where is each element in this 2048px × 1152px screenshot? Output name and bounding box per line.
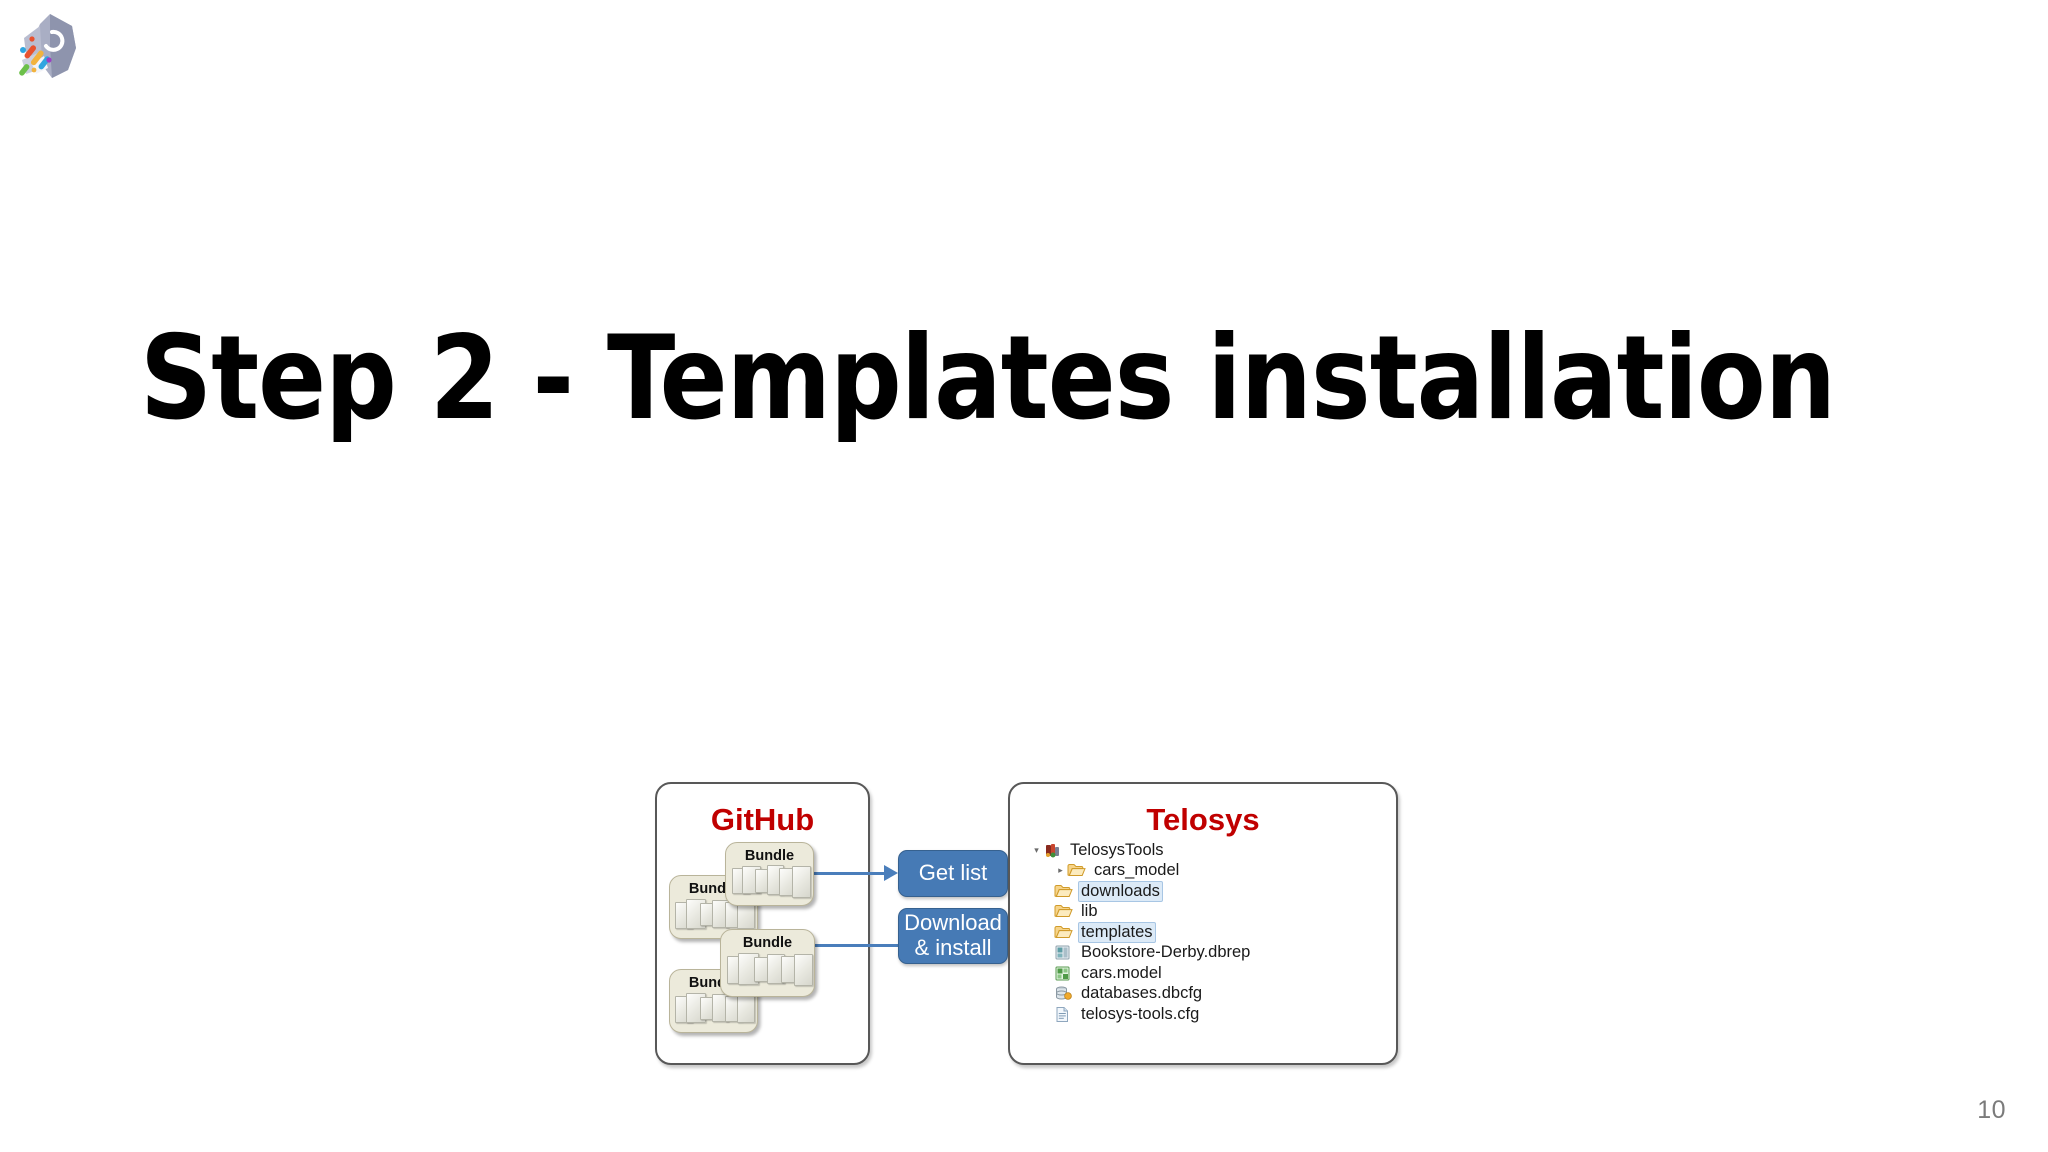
telosys-rocket-logo xyxy=(10,8,86,86)
arrow-download-line xyxy=(785,944,900,947)
tree-row[interactable]: cars.model xyxy=(1030,963,1253,984)
download-label-line1: Download xyxy=(904,910,1002,936)
tree-label: cars_model xyxy=(1094,861,1180,880)
tree-label: TelosysTools xyxy=(1070,840,1164,859)
tree-label: telosys-tools.cfg xyxy=(1081,1004,1200,1023)
bundle-label: Bundle xyxy=(742,935,793,951)
telosys-panel-title: Telosys xyxy=(1146,802,1260,837)
dbcfg-file-icon xyxy=(1054,985,1073,1002)
project-icon xyxy=(1043,842,1062,859)
page-title: Step 2 - Templates installation xyxy=(140,311,1836,446)
bundle-label: Bundle xyxy=(744,848,795,864)
twisty-collapsed-icon[interactable]: ▸ xyxy=(1058,865,1063,876)
tree-label: lib xyxy=(1081,902,1098,921)
folder-icon xyxy=(1054,903,1073,920)
folder-icon xyxy=(1054,924,1073,941)
diagram: GitHub Bundle Bundle Bundle xyxy=(655,772,1415,1072)
tree-row[interactable]: ▸ cars_model xyxy=(1030,861,1253,882)
tree-row[interactable]: telosys-tools.cfg xyxy=(1030,1004,1253,1025)
bundle-card[interactable]: Bundle xyxy=(725,842,814,906)
folder-icon xyxy=(1054,883,1073,900)
tree-label: templates xyxy=(1078,921,1156,943)
arrow-getlist-line xyxy=(811,872,886,875)
arrow-getlist-head xyxy=(884,865,898,881)
page-number: 10 xyxy=(1977,1096,2006,1124)
dbrep-file-icon xyxy=(1054,944,1073,961)
tree-row[interactable]: databases.dbcfg xyxy=(1030,984,1253,1005)
telosys-panel: Telosys xyxy=(1008,782,1398,1065)
tree-row[interactable]: lib xyxy=(1030,902,1253,923)
folder-icon xyxy=(1067,862,1086,879)
tree-row[interactable]: templates xyxy=(1030,921,1253,943)
tree-row[interactable]: downloads xyxy=(1030,880,1253,902)
telosys-file-tree: ▾ TelosysTools ▸ cars_mod xyxy=(1030,840,1253,1025)
tree-label: cars.model xyxy=(1081,963,1162,982)
github-panel-title: GitHub xyxy=(710,802,815,837)
download-install-action[interactable]: Download & install xyxy=(898,908,1008,964)
tree-row[interactable]: ▾ TelosysTools xyxy=(1030,840,1253,861)
tree-row[interactable]: Bookstore-Derby.dbrep xyxy=(1030,943,1253,964)
model-file-icon xyxy=(1054,965,1073,982)
get-list-label: Get list xyxy=(918,860,988,886)
github-panel: GitHub Bundle Bundle Bundle xyxy=(655,782,870,1065)
tree-label: Bookstore-Derby.dbrep xyxy=(1081,943,1251,962)
twisty-expanded-icon[interactable]: ▾ xyxy=(1034,844,1039,855)
cfg-file-icon xyxy=(1054,1006,1073,1023)
tree-label: databases.dbcfg xyxy=(1081,984,1203,1003)
download-label-line2: & install xyxy=(914,935,992,960)
get-list-action[interactable]: Get list xyxy=(898,850,1008,897)
bundle-card[interactable]: Bundle xyxy=(720,929,815,997)
tree-label: downloads xyxy=(1078,880,1163,902)
